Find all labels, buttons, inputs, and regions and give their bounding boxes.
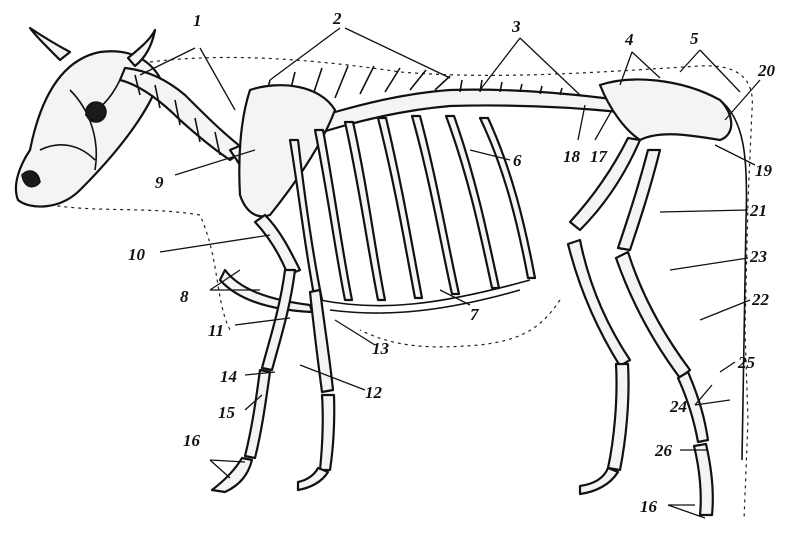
label-21: 21 [749, 201, 767, 220]
label-26: 26 [654, 441, 673, 460]
label-22: 22 [751, 290, 770, 309]
label-15: 15 [218, 403, 236, 422]
label-7: 7 [470, 305, 480, 324]
label-5: 5 [690, 29, 699, 48]
label-18: 18 [563, 147, 581, 166]
label-14: 14 [220, 367, 237, 386]
label-17: 17 [590, 147, 609, 166]
label-2: 2 [332, 9, 342, 28]
label-16-hind: 16 [640, 497, 658, 516]
label-19: 19 [755, 161, 773, 180]
label-8: 8 [180, 287, 189, 306]
pelvis [600, 80, 731, 140]
forelimb [212, 215, 334, 492]
hindlimb [568, 138, 713, 515]
label-11: 11 [208, 321, 224, 340]
skull [16, 28, 160, 207]
label-1: 1 [193, 11, 202, 30]
label-10: 10 [128, 245, 146, 264]
label-4: 4 [624, 30, 634, 49]
label-9: 9 [155, 173, 164, 192]
label-6: 6 [513, 151, 522, 170]
label-16-fore: 16 [183, 431, 201, 450]
sternum [220, 270, 312, 312]
label-20: 20 [757, 61, 776, 80]
label-12: 12 [365, 383, 383, 402]
label-23: 23 [749, 247, 768, 266]
label-24: 24 [669, 397, 687, 416]
label-13: 13 [372, 339, 390, 358]
label-25: 25 [737, 353, 756, 372]
label-3: 3 [511, 17, 521, 36]
ribs [290, 116, 535, 313]
